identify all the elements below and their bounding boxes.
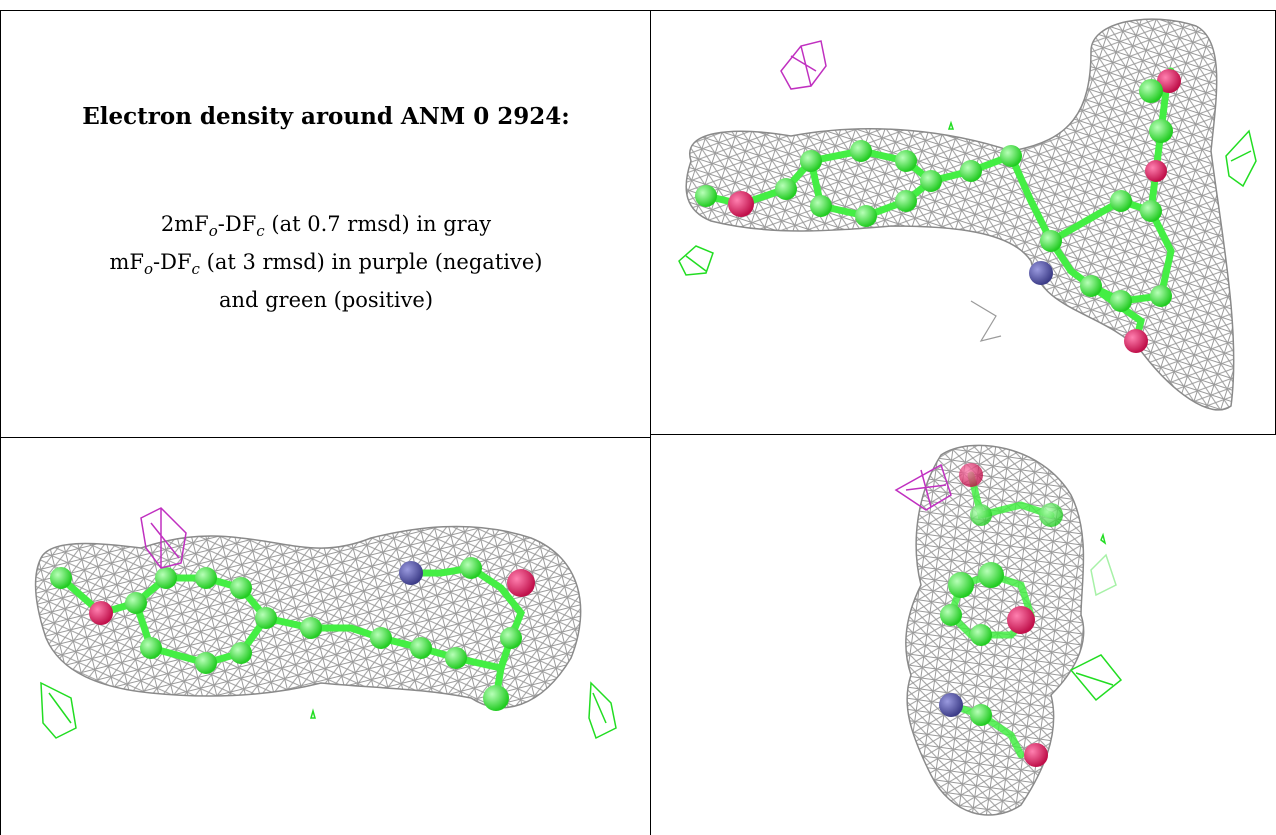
- density-mesh-2fofc: [905, 444, 1085, 816]
- view-bottom-right: [651, 435, 1275, 835]
- legend-line-2fofc: 2mFo-DFc (at 0.7 rmsd) in gray: [160, 212, 492, 241]
- legend-title: Electron density around ANM 0 2924:: [82, 103, 570, 130]
- view-bottom-left: [1, 438, 650, 835]
- middle-divider-right: [650, 434, 1276, 435]
- legend-text: 2mFo-DFc (at 0.7 rmsd) in gray mFo-DFc (…: [1, 209, 650, 316]
- density-fragment: [970, 300, 1002, 342]
- center-divider: [650, 10, 651, 835]
- ligand-atoms: [939, 463, 1063, 767]
- positive-density-blobs: [678, 120, 1257, 276]
- negative-density-blob: [894, 463, 952, 511]
- top-border: [0, 10, 1276, 11]
- negative-density-blob: [780, 40, 827, 90]
- negative-density-blob: [140, 507, 187, 569]
- ligand-atoms: [50, 557, 535, 711]
- positive-density-blobs: [40, 681, 617, 740]
- middle-divider-left: [0, 437, 650, 438]
- legend-panel: Electron density around ANM 0 2924: 2mFo…: [1, 11, 650, 437]
- positive-density-blobs: [1069, 532, 1123, 702]
- left-border: [0, 10, 1, 835]
- legend-line-fofc: mFo-DFc (at 3 rmsd) in purple (negative): [109, 250, 543, 279]
- view-top-right: [651, 11, 1275, 434]
- legend-line-colors: and green (positive): [218, 288, 434, 313]
- ligand-atoms: [695, 69, 1181, 353]
- density-mesh-2fofc: [685, 18, 1235, 411]
